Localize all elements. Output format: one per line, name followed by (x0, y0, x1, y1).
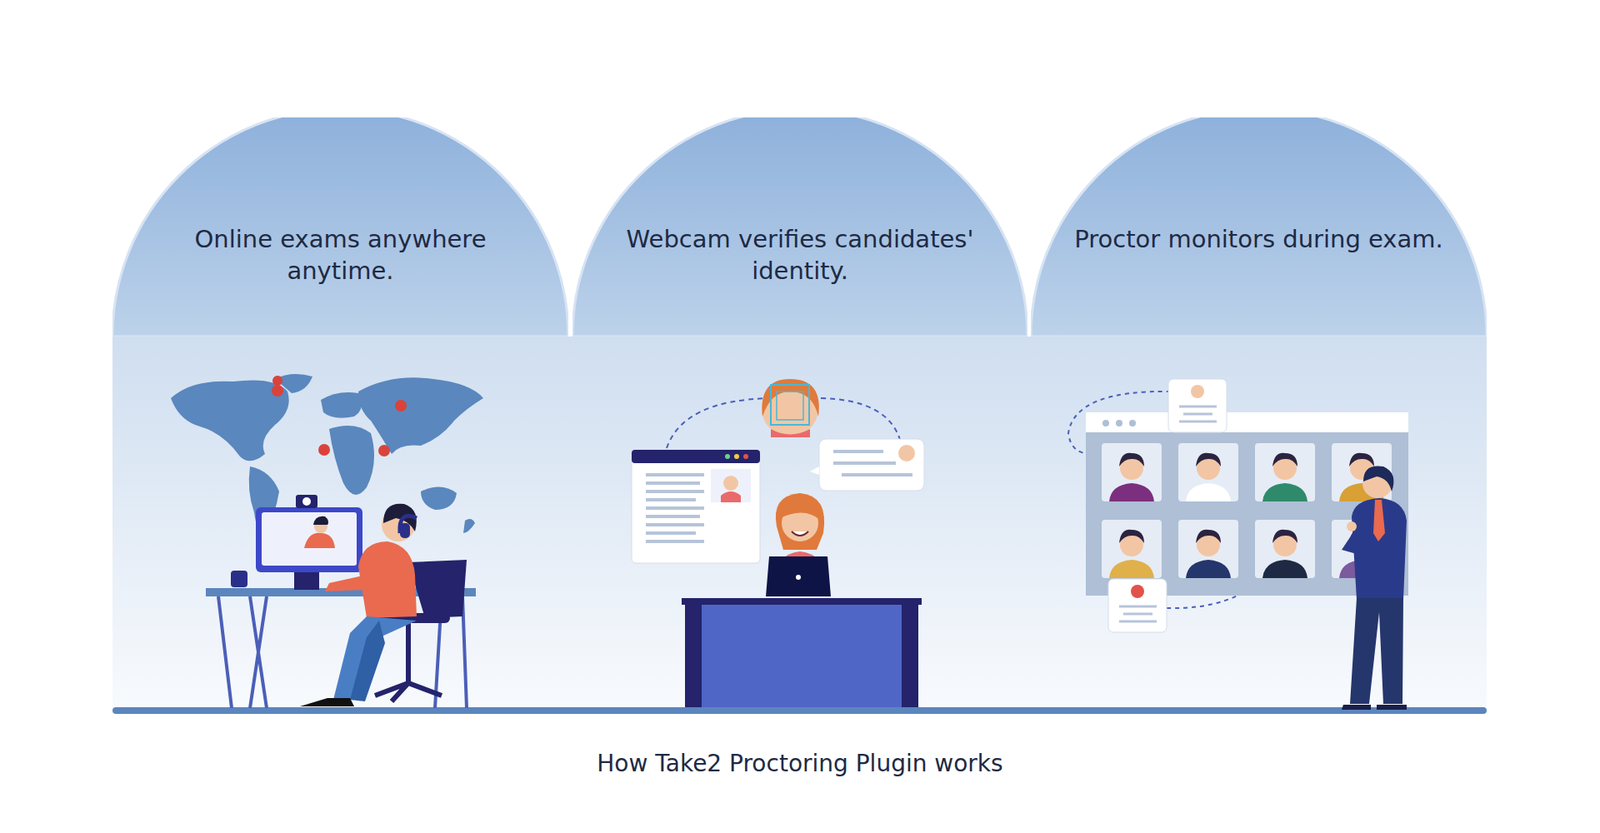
floor-line (112, 707, 1487, 715)
caption: How Take2 Proctoring Plugin works (0, 750, 1600, 778)
location-pins (271, 375, 407, 457)
panel-heading: Proctor monitors during exam. (1068, 224, 1450, 256)
monitoring-scene (1068, 379, 1409, 710)
panel-heading: Webcam verifies candidates' identity. (610, 224, 990, 287)
panel-ground (112, 336, 1487, 710)
arch-panel: Proctor monitors during exam. (1030, 117, 1487, 337)
verification-scene (631, 379, 925, 708)
arch-panel: Webcam verifies candidates' identity. (572, 117, 1028, 337)
candidate-at-desk (205, 495, 476, 709)
panel-heading: Online exams anywhere anytime. (150, 224, 531, 287)
candidate-tiles (1101, 443, 1392, 579)
arch-panel: Online exams anywhere anytime. (112, 117, 569, 337)
